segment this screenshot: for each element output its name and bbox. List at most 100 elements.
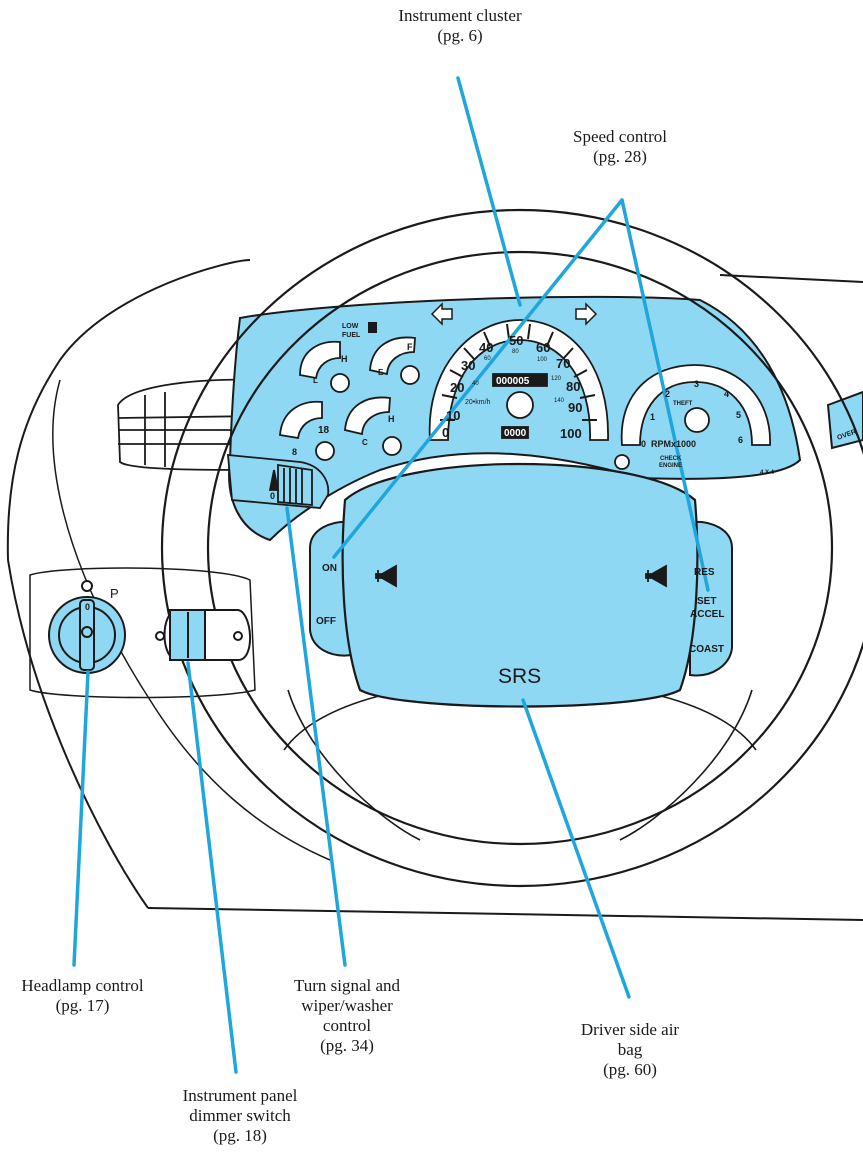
callout-headlamp-control-page: (pg. 17) [55, 996, 110, 1015]
leader-speed-control-set [620, 198, 710, 592]
headlamp-knob [48, 580, 126, 674]
callout-instrument-cluster-page: (pg. 6) [437, 26, 483, 45]
tach-6: 6 [738, 435, 743, 445]
temp-low-label: L [313, 376, 318, 385]
speedo-mph-90: 90 [568, 400, 582, 415]
fuel-pump-icon [368, 322, 377, 333]
tach-5: 5 [736, 410, 741, 420]
callout-headlamp-control: Headlamp control (pg. 17) [0, 976, 165, 1016]
speedo-kmh-80: 80 [512, 349, 519, 355]
callout-speed-control-page: (pg. 28) [593, 147, 647, 166]
tach-2: 2 [665, 389, 670, 399]
callout-air-bag-line2: bag [617, 1040, 643, 1059]
headlamp-zero-label: 0 [85, 602, 90, 612]
callout-dimmer-switch-line2: dimmer switch [189, 1106, 291, 1125]
leader-dimmer-switch [186, 661, 238, 1074]
leader-lines [72, 76, 710, 1074]
speedo-mph-60: 60 [536, 340, 550, 355]
speedo-mph-40: 40 [479, 340, 493, 355]
right-turn-indicator-icon [575, 302, 598, 326]
check-engine-label-1: CHECK [660, 456, 682, 462]
temp-high-label: H [341, 354, 348, 364]
leader-instrument-cluster [456, 76, 522, 307]
callout-dimmer-switch: Instrument panel dimmer switch (pg. 18) [160, 1086, 320, 1146]
callout-turn-signal-line2: wiper/washer [301, 996, 393, 1015]
callout-turn-signal-line1: Turn signal and [293, 976, 401, 995]
speedo-mph-80: 80 [566, 379, 580, 394]
kmh-label: 20•km/h [465, 399, 491, 406]
callout-instrument-cluster-title: Instrument cluster [398, 6, 522, 25]
check-engine-label-2: ENGINE [659, 463, 682, 469]
stalk-zero-label: 0 [270, 491, 275, 501]
horn-icon-right [645, 564, 667, 588]
leader-speed-control-on [332, 198, 624, 559]
callout-air-bag-line1: Driver side air [580, 1020, 680, 1039]
callout-speed-control-title: Speed control [573, 127, 667, 146]
speedo-mph-0: 0 [442, 425, 449, 440]
speedo-mph-100: 100 [560, 426, 582, 441]
speedo-kmh-60: 60 [484, 356, 491, 362]
callout-turn-signal-page: (pg. 34) [320, 1036, 374, 1055]
speedo-kmh-140: 140 [554, 398, 565, 404]
leader-headlamp-control [72, 670, 90, 967]
tach-3: 3 [694, 379, 699, 389]
speedo-mph-10: 10 [446, 408, 460, 423]
speed-control-accel-label: ACCEL [690, 609, 724, 620]
tach-4: 4 [724, 389, 729, 399]
horn-icon-left [375, 564, 397, 588]
speed-control-set-label: SET [697, 596, 716, 607]
leader-turn-signal [285, 506, 347, 967]
oil-low-label: C [362, 438, 368, 447]
dashboard-left-edge [7, 559, 149, 909]
speedo-mph-50: 50 [509, 333, 523, 348]
callout-headlamp-control-title: Headlamp control [21, 976, 144, 995]
oil-high-label: H [388, 414, 395, 424]
headlamp-park-label: P [110, 586, 119, 601]
callout-dimmer-switch-line1: Instrument panel [182, 1086, 298, 1105]
callout-instrument-cluster: Instrument cluster (pg. 6) [350, 6, 570, 46]
steering-wheel [161, 209, 863, 887]
callout-turn-signal: Turn signal and wiper/washer control (pg… [262, 976, 432, 1056]
rpm-label: RPMx1000 [651, 439, 696, 449]
speedometer [428, 319, 609, 441]
speed-control-on-button: ON [322, 563, 337, 574]
callout-dimmer-switch-page: (pg. 18) [213, 1126, 267, 1145]
tach-0: 0 [641, 439, 646, 449]
speed-control-off-button: OFF [316, 616, 336, 627]
volt-low-label: 8 [292, 447, 297, 457]
right-stalk [826, 390, 863, 450]
srs-label: SRS [498, 665, 541, 688]
four-by-four-label: 4 X 4 [760, 470, 775, 476]
callout-turn-signal-line3: control [322, 1016, 372, 1035]
dashboard-top-line [719, 274, 863, 283]
cluster-knob [614, 454, 630, 470]
tach-1: 1 [650, 412, 655, 422]
headlamp-panel [29, 567, 256, 699]
low-fuel-label-2: FUEL [342, 332, 361, 339]
speed-control-res-button: RES [694, 567, 715, 578]
small-gauges [279, 336, 420, 461]
trip-odometer: 0000 [504, 428, 527, 439]
callout-air-bag: Driver side air bag (pg. 60) [550, 1020, 710, 1080]
speedo-mph-30: 30 [461, 358, 475, 373]
leader-air-bag [521, 698, 631, 999]
left-turn-indicator-icon [430, 302, 453, 326]
volt-high-label: 18 [318, 425, 330, 436]
turn-signal-stalk [227, 453, 330, 509]
speedo-mph-70: 70 [556, 356, 570, 371]
fuel-empty-label: E [378, 368, 384, 377]
speed-control-coast-button: COAST [689, 644, 724, 655]
theft-label: THEFT [673, 401, 693, 407]
speedo-kmh-120: 120 [551, 376, 562, 382]
low-fuel-label-1: LOW [342, 323, 359, 330]
speedo-kmh-100: 100 [537, 357, 548, 363]
callout-speed-control: Speed control (pg. 28) [520, 127, 720, 167]
fuel-full-label: F [407, 342, 413, 352]
dashboard-bottom-line [147, 907, 863, 921]
dimmer-switch [155, 609, 252, 661]
odometer: 000005 [496, 376, 530, 387]
speedo-kmh-40: 40 [472, 381, 479, 387]
airbag-cover [341, 462, 699, 708]
